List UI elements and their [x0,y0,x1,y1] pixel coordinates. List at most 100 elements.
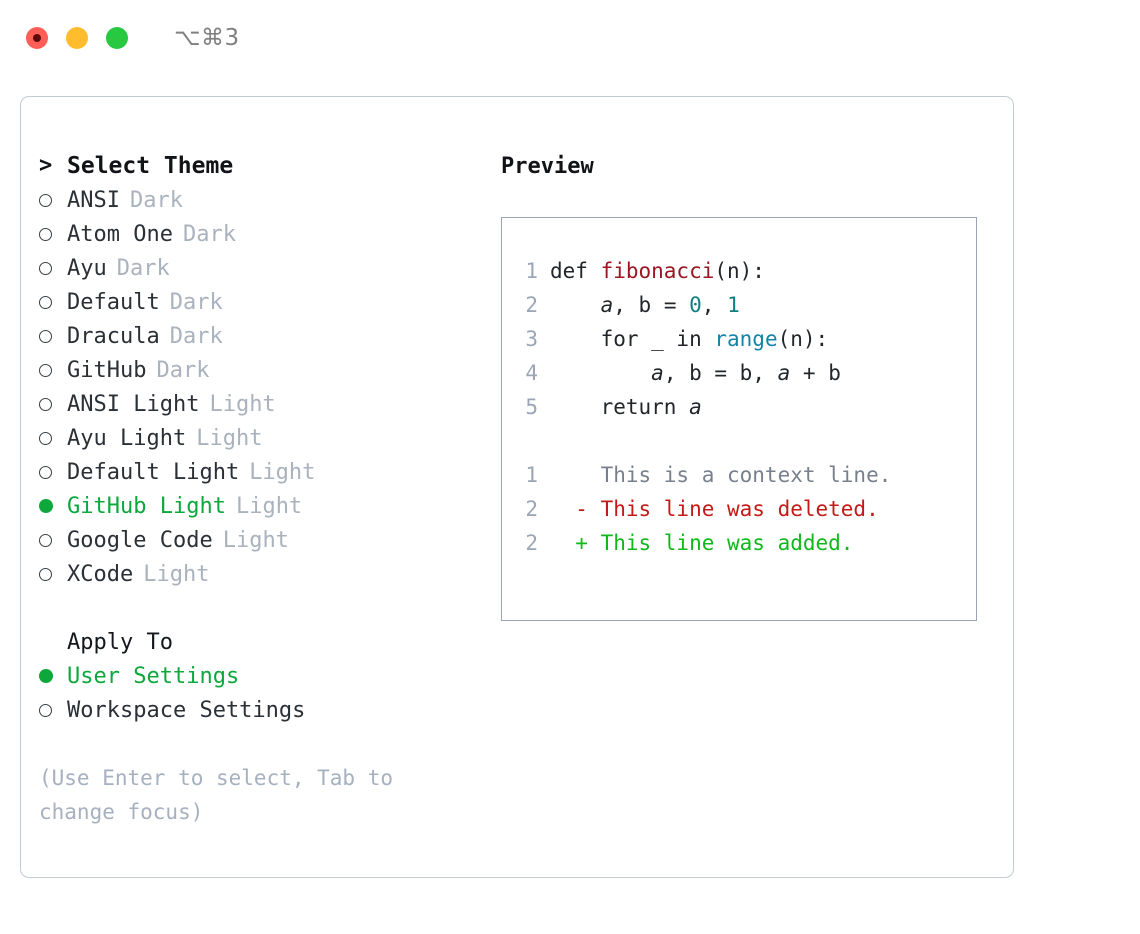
radio-selected-icon[interactable] [39,499,67,513]
code-token: = [651,293,690,317]
keyboard-shortcut-label: ⌥⌘3 [174,25,240,51]
radio-unselected-icon[interactable] [39,329,67,343]
code-line: 3 for _ in range(n): [512,322,976,356]
preview-title: Preview [501,153,594,179]
theme-option-row[interactable]: ANSI Light Light [39,387,479,421]
theme-option-category: Light [209,391,276,417]
code-token: a [600,293,614,317]
theme-option-name: ANSI [67,187,120,213]
radio-unselected-icon[interactable] [39,227,67,241]
code-token: a [651,361,664,385]
code-token: a [777,361,791,385]
maximize-button[interactable] [106,27,128,49]
radio-unselected-icon[interactable] [39,533,67,547]
diff-line-text: - This line was deleted. [550,497,879,521]
caret-icon: > [39,153,53,178]
radio-unselected-icon[interactable] [39,363,67,377]
diff-line: 2 - This line was deleted. [512,492,976,526]
radio-unselected-icon[interactable] [39,431,67,445]
code-token: , b = b, [663,361,778,385]
code-token: 1 [727,293,740,317]
radio-selected-icon[interactable] [39,669,67,683]
preview-gap [512,424,976,458]
theme-option-row[interactable]: Google Code Light [39,523,479,557]
radio-unselected-icon[interactable] [39,261,67,275]
code-token [550,361,651,385]
close-button[interactable] [26,27,48,49]
apply-to-header: Apply To [39,625,479,659]
code-token: + b [790,361,841,385]
apply-to-option-row[interactable]: User Settings [39,659,479,693]
code-line-number: 2 [525,293,538,317]
code-token: (n): [777,327,829,351]
radio-unselected-icon[interactable] [39,567,67,581]
diff-line-text: + This line was added. [550,531,854,555]
theme-option-category: Dark [129,187,183,213]
theme-option-row[interactable]: Ayu Light Light [39,421,479,455]
theme-option-row[interactable]: ANSI Dark [39,183,479,217]
code-token: return [550,395,690,419]
theme-option-category: Light [143,561,210,587]
apply-to-option-label: Workspace Settings [67,697,306,723]
apply-to-option-row[interactable]: Workspace Settings [39,693,479,727]
radio-unselected-icon[interactable] [39,703,67,717]
radio-unselected-icon[interactable] [39,295,67,309]
theme-option-name: Ayu Light [67,425,187,451]
code-token: range [714,327,778,351]
code-token: fibonacci [600,259,715,283]
diff-line-number: 2 [525,531,538,555]
diff-line-text: This is a context line. [550,463,892,487]
traffic-lights [26,27,128,49]
minimize-button[interactable] [66,27,88,49]
code-line-number: 1 [525,259,538,283]
window-titlebar: ⌥⌘3 [0,0,1140,76]
theme-option-category: Light [222,527,289,553]
theme-option-category: Light [196,425,263,451]
theme-option-category: Dark [156,357,210,383]
keyboard-hint-text: (Use Enter to select, Tab to change focu… [39,766,394,824]
diff-sample: 1 This is a context line.2 - This line w… [512,458,976,560]
apply-to-title: Apply To [67,629,173,655]
diff-line: 1 This is a context line. [512,458,976,492]
code-line: 2 a, b = 0, 1 [512,288,976,322]
theme-option-row[interactable]: GitHub Light Light [39,489,479,523]
code-line-number: 5 [525,395,538,419]
code-token: def [550,259,601,283]
radio-unselected-icon[interactable] [39,465,67,479]
code-line-number: 3 [525,327,538,351]
code-line-number: 4 [525,361,538,385]
theme-option-name: Google Code [67,527,213,553]
diff-line: 2 + This line was added. [512,526,976,560]
code-token: , [701,293,728,317]
code-token: a [689,395,702,419]
theme-option-name: GitHub Light [67,493,226,519]
theme-option-category: Dark [116,255,170,281]
code-token [550,293,601,317]
radio-unselected-icon[interactable] [39,193,67,207]
theme-option-category: Light [235,493,303,519]
theme-option-name: ANSI Light [67,391,200,417]
code-line: 4 a, b = b, a + b [512,356,976,390]
radio-unselected-icon[interactable] [39,397,67,411]
theme-option-name: Default [67,289,160,315]
diff-line-number: 1 [525,463,538,487]
theme-option-row[interactable]: GitHub Dark [39,353,479,387]
diff-line-number: 2 [525,497,538,521]
theme-option-name: Dracula [67,323,160,349]
theme-option-name: GitHub [67,357,147,383]
theme-list-header: > Select Theme [39,149,479,183]
